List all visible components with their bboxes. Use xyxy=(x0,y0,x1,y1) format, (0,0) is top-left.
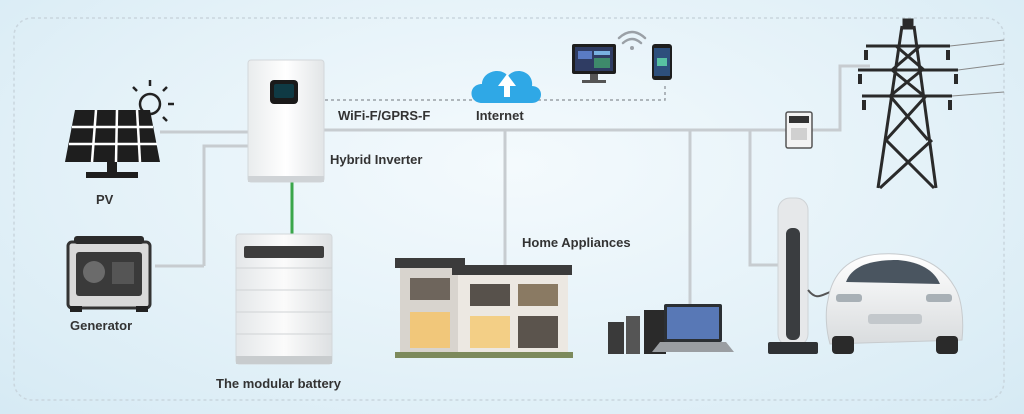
monitor-icon xyxy=(572,44,616,83)
wifi-icon xyxy=(617,30,647,50)
hybrid-inverter-icon xyxy=(247,59,325,183)
house-icon xyxy=(395,258,573,358)
electronics-icon xyxy=(608,304,734,354)
electric-car-icon xyxy=(825,253,964,354)
appliances-label: Home Appliances xyxy=(522,235,631,250)
internet-label: Internet xyxy=(476,108,524,123)
battery-label: The modular battery xyxy=(216,376,341,391)
power-tower-icon xyxy=(858,18,1005,190)
inverter-label: Hybrid Inverter xyxy=(330,152,423,167)
pv-label: PV xyxy=(96,192,114,207)
power-lines xyxy=(155,64,870,335)
ev-charger-icon xyxy=(768,197,831,354)
generator-icon xyxy=(66,236,152,312)
smart-meter-icon xyxy=(785,111,813,149)
solar-panel-icon xyxy=(65,80,174,178)
wifi-dashed-link xyxy=(325,86,666,101)
diagram-frame xyxy=(13,17,1005,401)
wifi-label: WiFi-F/GPRS-F xyxy=(338,108,431,123)
phone-icon xyxy=(652,44,672,80)
cloud-upload-icon xyxy=(471,70,541,103)
modular-battery-icon xyxy=(235,233,333,365)
generator-label: Generator xyxy=(70,318,133,333)
